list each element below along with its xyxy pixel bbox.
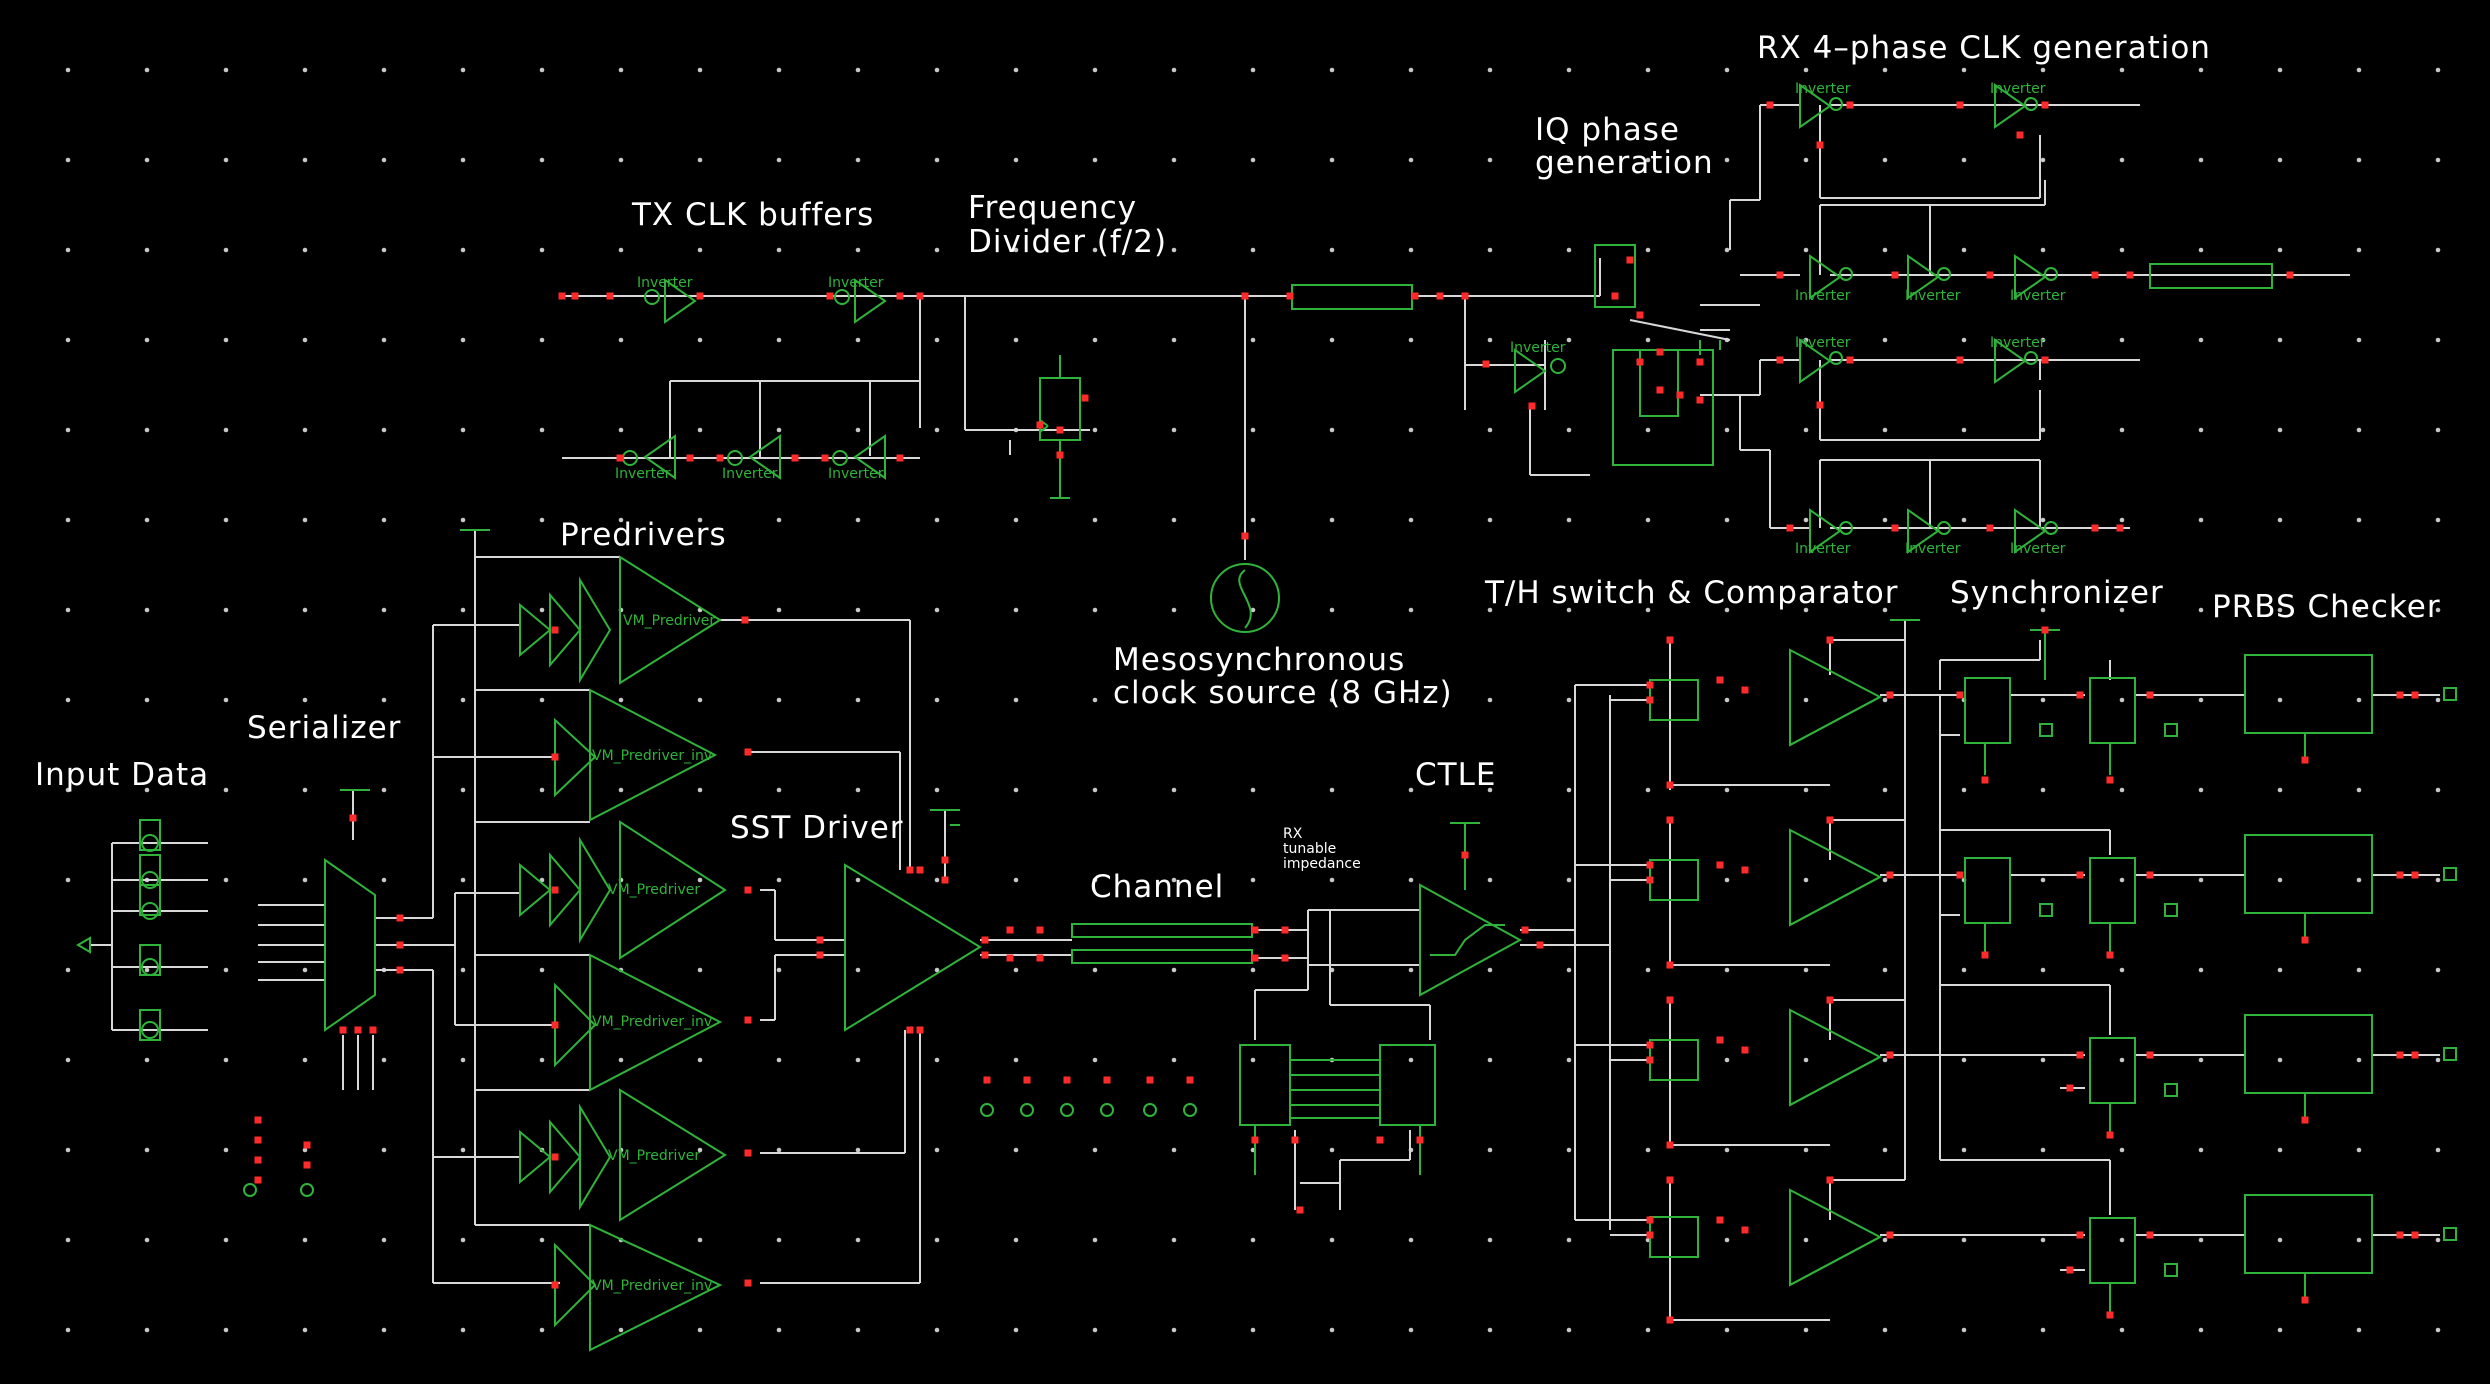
predriver-label: VM_Predriver_inv: [592, 1014, 712, 1030]
clock-source-title: clock source (8 GHz): [1113, 675, 1453, 711]
block-labels: RX 4–phase CLK generation IQ phase gener…: [35, 30, 2441, 905]
inverter-label: Inverter: [1510, 340, 1566, 356]
channel-title: Channel: [1090, 869, 1224, 905]
inverter-label: Inverter: [1795, 81, 1851, 97]
freq-divider-title: Frequency: [968, 190, 1137, 226]
wires: [90, 104, 2440, 1321]
predriver-label: VM_Predriver_inv: [592, 748, 712, 764]
inverter-label: Inverter: [828, 466, 884, 482]
inverter-label: Inverter: [615, 466, 671, 482]
predriver-label: VM_Predriver_inv: [592, 1278, 712, 1294]
inverter-label: Inverter: [637, 275, 693, 291]
input-data-title: Input Data: [35, 757, 209, 793]
pin-dots: [254, 101, 2419, 1324]
inverter-label: Inverter: [1905, 288, 1961, 304]
synchronizer-title: Synchronizer: [1950, 575, 2164, 611]
inverter-label: Inverter: [1990, 81, 2046, 97]
dot-grid: [65, 67, 2441, 1333]
rx-tunable-label: impedance: [1283, 856, 1361, 872]
inverter-label: Inverter: [1795, 541, 1851, 557]
inverter-label: Inverter: [1795, 288, 1851, 304]
component-labels: Inverter Inverter Inverter Inverter Inve…: [592, 81, 2066, 1294]
rx-tunable-label: tunable: [1283, 841, 1336, 857]
tx-clk-buffers-title: TX CLK buffers: [631, 197, 874, 233]
rx-tunable-label: RX: [1283, 826, 1303, 842]
serializer-title: Serializer: [247, 710, 401, 746]
iq-phase-title: generation: [1535, 145, 1714, 181]
inverter-label: Inverter: [1990, 335, 2046, 351]
predriver-label: VM_Predriver: [623, 613, 715, 629]
sst-driver-title: SST Driver: [730, 810, 904, 846]
inverter-label: Inverter: [2010, 541, 2066, 557]
inverter-label: Inverter: [1795, 335, 1851, 351]
clock-source-title: Mesosynchronous: [1113, 642, 1405, 678]
prbs-checker-title: PRBS Checker: [2212, 589, 2441, 625]
inverter-label: Inverter: [828, 275, 884, 291]
ctle-title: CTLE: [1415, 757, 1496, 793]
inverter-label: Inverter: [722, 466, 778, 482]
th-switch-title: T/H switch & Comparator: [1484, 575, 1898, 611]
predriver-label: VM_Predriver: [608, 882, 700, 898]
predriver-label: VM_Predriver: [608, 1148, 700, 1164]
inverter-label: Inverter: [1905, 541, 1961, 557]
freq-divider-title: Divider (f/2): [968, 224, 1167, 260]
inverter-label: Inverter: [2010, 288, 2066, 304]
rx-clk-gen-title: RX 4–phase CLK generation: [1757, 30, 2211, 66]
iq-phase-title: IQ phase: [1535, 112, 1680, 148]
predrivers-title: Predrivers: [560, 517, 727, 553]
